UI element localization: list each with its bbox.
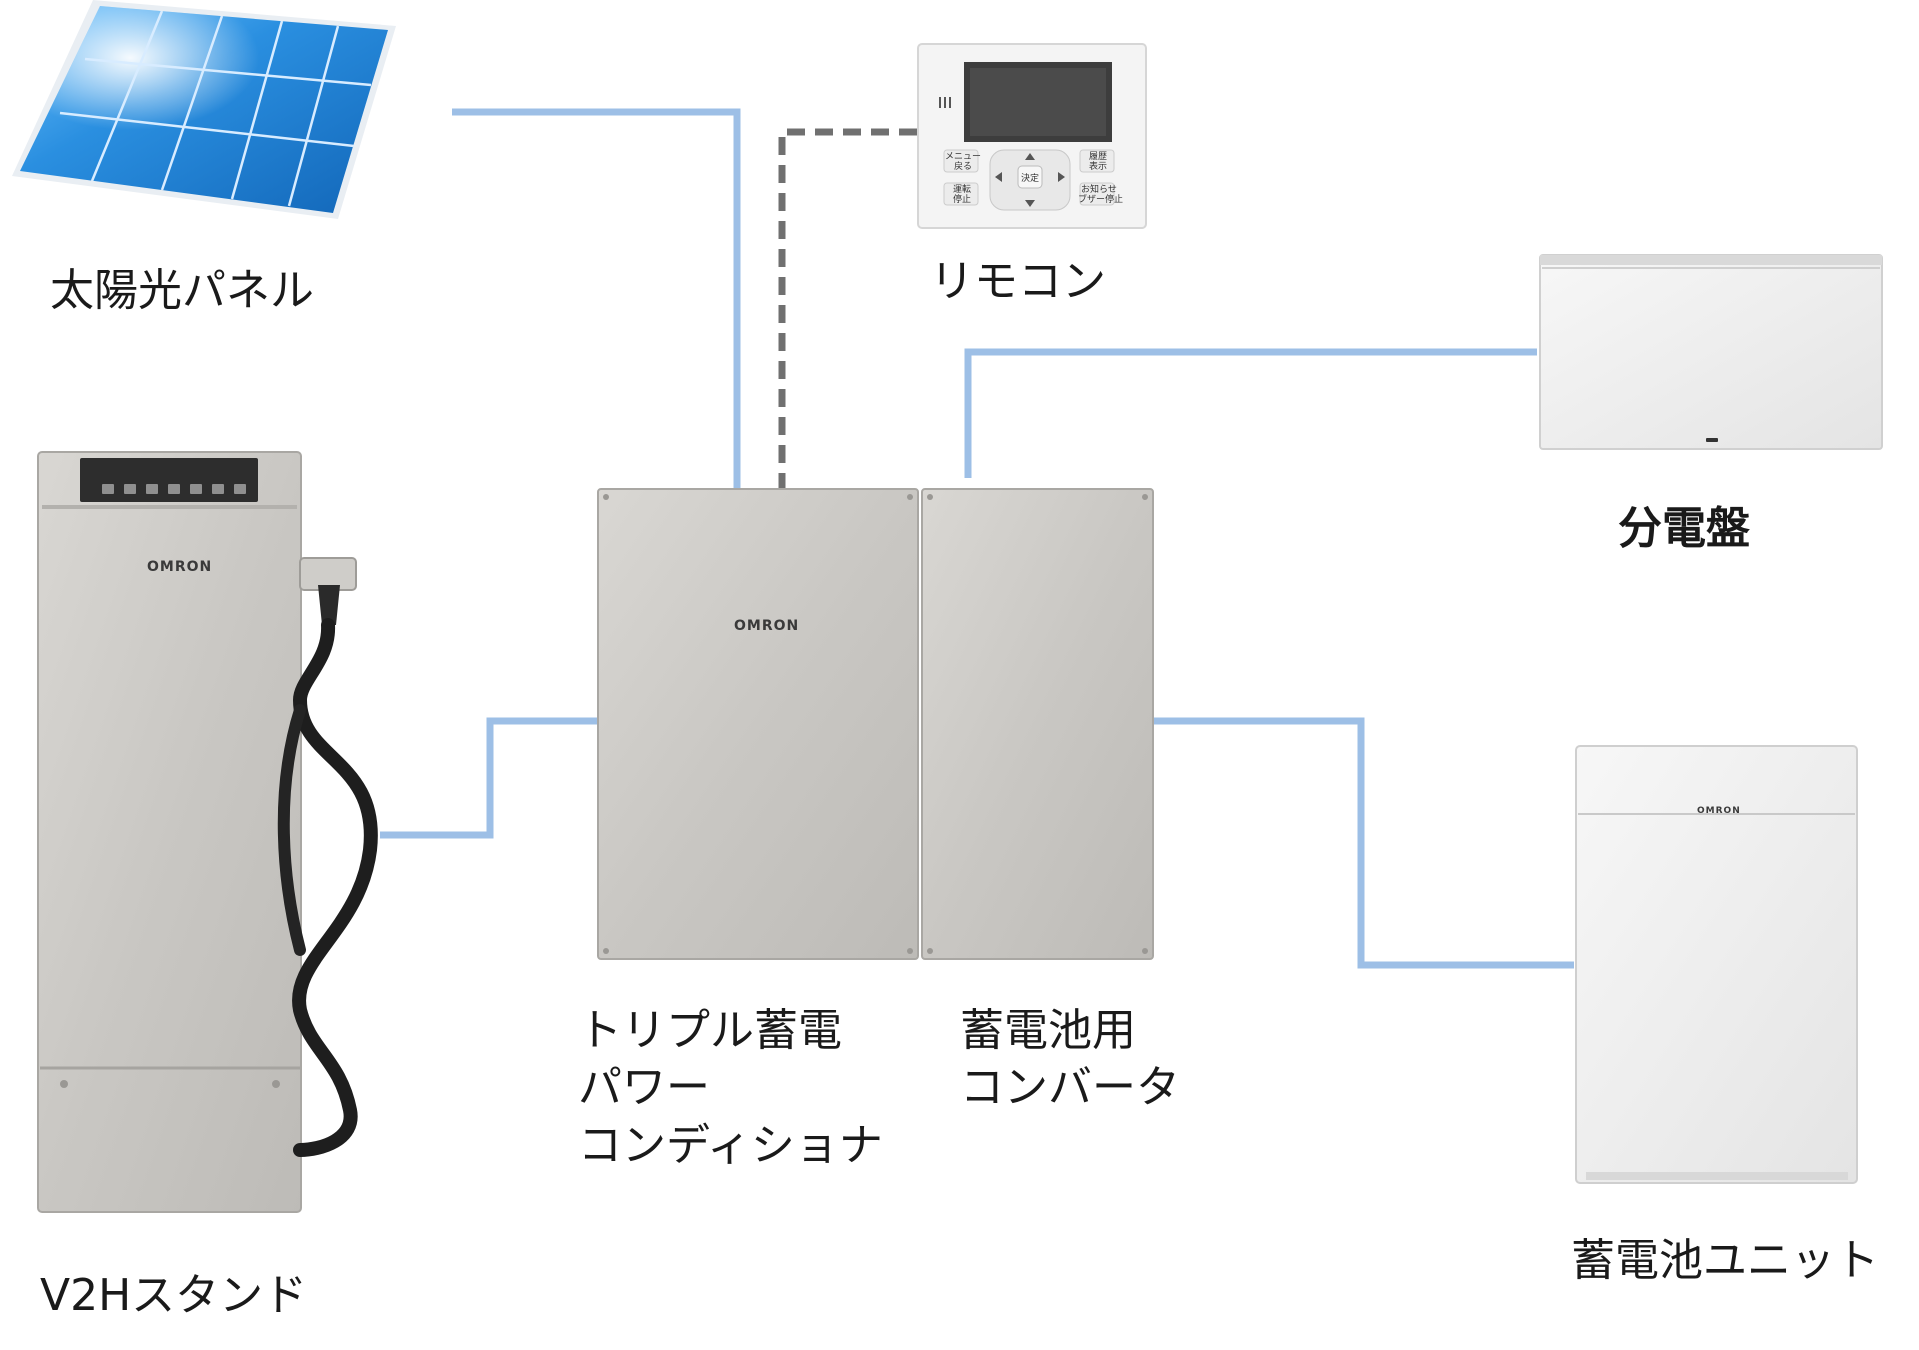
distribution-board-label: 分電盤 bbox=[1618, 503, 1750, 554]
remote-controller-icon: 決定 メニュー 戻る 運転 停止 履歴 表示 お知らせ ブザー停止 bbox=[918, 44, 1146, 228]
remote-key-run-line2: 停止 bbox=[953, 193, 971, 205]
remote-key-notice-line2: ブザー停止 bbox=[1078, 193, 1123, 205]
pcs-label-line3: コンディショナ bbox=[578, 1120, 883, 1171]
wire-remote-signal bbox=[782, 132, 917, 492]
v2h-brand-logo: OMRON bbox=[147, 559, 212, 575]
converter-icon bbox=[922, 489, 1153, 959]
remote-key-history-line2: 表示 bbox=[1089, 160, 1107, 172]
pcs-label-line2: パワー bbox=[578, 1062, 710, 1113]
wire-solar-to-pcs bbox=[452, 112, 737, 492]
distribution-board-icon bbox=[1540, 255, 1882, 449]
remote-key-menu-line1: メニュー bbox=[945, 152, 981, 162]
converter-label-line2: コンバータ bbox=[960, 1062, 1180, 1113]
solar-panel-label: 太陽光パネル bbox=[50, 265, 314, 316]
remote-key-menu-line2: 戻る bbox=[954, 160, 972, 172]
battery-brand-logo: OMRON bbox=[1697, 806, 1741, 816]
solar-panel-icon bbox=[12, 0, 396, 219]
v2h-stand-label: V2Hスタンド bbox=[40, 1270, 307, 1321]
battery-unit-icon: OMRON bbox=[1576, 746, 1857, 1183]
remote-key-run-line1: 運転 bbox=[953, 184, 971, 195]
power-conditioner-icon: OMRON bbox=[598, 489, 918, 959]
v2h-stand-icon: OMRON bbox=[38, 452, 371, 1212]
remote-key-enter: 決定 bbox=[1021, 172, 1039, 184]
wire-v2h-to-pcs bbox=[380, 721, 598, 835]
battery-unit-label: 蓄電池ユニット bbox=[1571, 1235, 1879, 1286]
remote-key-history-line1: 履歴 bbox=[1089, 151, 1107, 162]
pcs-brand-logo: OMRON bbox=[734, 618, 799, 634]
remote-label: リモコン bbox=[930, 256, 1106, 307]
remote-key-notice-line1: お知らせ bbox=[1081, 183, 1117, 195]
wire-board-to-converter bbox=[968, 352, 1537, 478]
pcs-label-line1: トリプル蓄電 bbox=[578, 1005, 842, 1056]
converter-label-line1: 蓄電池用 bbox=[960, 1005, 1136, 1056]
wire-converter-to-battery bbox=[1153, 721, 1574, 965]
